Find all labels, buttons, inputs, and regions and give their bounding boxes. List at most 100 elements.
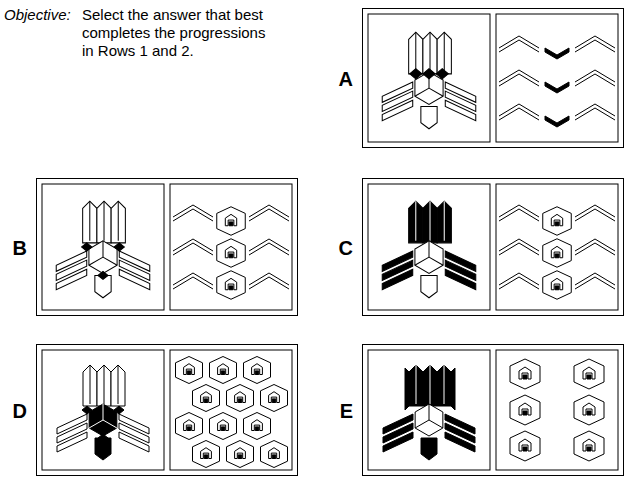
figure-face (221, 427, 225, 431)
chevron (499, 243, 539, 255)
figure-face (421, 438, 437, 460)
figure-face (229, 254, 233, 258)
figure-face (583, 403, 595, 415)
option-letter: A (339, 68, 353, 91)
hex-edge (429, 420, 443, 428)
panel (368, 14, 490, 142)
chevron (249, 209, 289, 221)
figure-face (415, 241, 443, 274)
figure-face (201, 448, 212, 459)
chevron (173, 239, 213, 251)
hex-edge (102, 241, 103, 257)
hex-edge (415, 420, 429, 428)
figure-face (111, 201, 125, 243)
figure-face (583, 367, 595, 379)
figure-face (409, 201, 423, 243)
figure-face (510, 431, 540, 461)
chevron (575, 209, 615, 221)
figure-face (510, 359, 540, 389)
figure-face (119, 269, 150, 289)
chevron (499, 74, 539, 86)
chevron (499, 277, 539, 289)
column-edge (444, 32, 445, 72)
figure-face (261, 385, 288, 412)
option-letter: C (339, 237, 353, 260)
figure-face (583, 439, 595, 451)
figure-face (217, 239, 246, 268)
panel (496, 184, 618, 310)
panel (170, 350, 292, 470)
block-figure (368, 184, 490, 310)
figure-face (445, 432, 475, 452)
figure-face (83, 201, 97, 243)
figure-face (574, 431, 604, 461)
chevron (575, 277, 615, 289)
figure-face (423, 69, 435, 79)
chevron (249, 243, 289, 255)
figure-face (382, 100, 413, 120)
figure-face (587, 447, 591, 451)
figure-face (423, 32, 437, 74)
figure-face (423, 365, 437, 406)
column-edge (444, 365, 445, 404)
figure-face (229, 222, 233, 226)
panel (170, 184, 292, 310)
column-edge (89, 201, 90, 241)
figure-face (436, 69, 448, 79)
column-edge (444, 201, 445, 241)
figure-face (519, 367, 531, 379)
figure-face (244, 413, 271, 440)
objective-text: Objective:Select the answer that best co… (4, 6, 270, 60)
chevron (173, 277, 213, 289)
figure-face (587, 411, 591, 415)
figure-face (210, 413, 237, 440)
figure-face (184, 420, 195, 431)
figure-face (255, 427, 259, 431)
hex-edge (415, 257, 429, 265)
panel (368, 350, 490, 470)
figure-face (272, 399, 276, 403)
figure-face (89, 241, 117, 274)
figure-face (83, 365, 97, 406)
option-letter: D (13, 400, 27, 423)
figure-face (204, 399, 208, 403)
figure-face (545, 116, 569, 127)
chevron-figure (170, 184, 292, 310)
answer-box: B (36, 178, 298, 316)
figure-face (119, 432, 149, 452)
panel (368, 184, 490, 310)
figure-face (423, 201, 437, 243)
figure-face (445, 100, 476, 120)
figure-face (193, 441, 220, 468)
figure-face (261, 441, 288, 468)
hex-edge (429, 404, 430, 420)
column-edge (118, 365, 119, 404)
figure-face (269, 448, 280, 459)
chevron (499, 70, 539, 82)
panel (42, 184, 164, 310)
panel (42, 350, 164, 470)
figure-face (98, 434, 108, 442)
answer-box: D (36, 344, 298, 476)
figure-face (218, 364, 229, 375)
figure-face (587, 375, 591, 379)
chevron (173, 205, 213, 217)
hex-edge (103, 420, 117, 428)
figure-face (218, 420, 229, 431)
figure-face (255, 371, 259, 375)
hex-edge (89, 257, 103, 265)
figure-face (510, 395, 540, 425)
chevron-figure (496, 184, 618, 310)
figure-face (383, 432, 413, 452)
column-edge (430, 32, 431, 72)
hex-edge (429, 257, 443, 265)
chevron-figure (496, 14, 618, 142)
chevron (249, 273, 289, 285)
hex-edge (428, 241, 429, 257)
figure-face (111, 365, 125, 406)
figure-face (252, 420, 263, 431)
chevron (173, 209, 213, 221)
figure-face (187, 371, 191, 375)
column-edge (104, 201, 105, 241)
figure-face (410, 69, 422, 79)
